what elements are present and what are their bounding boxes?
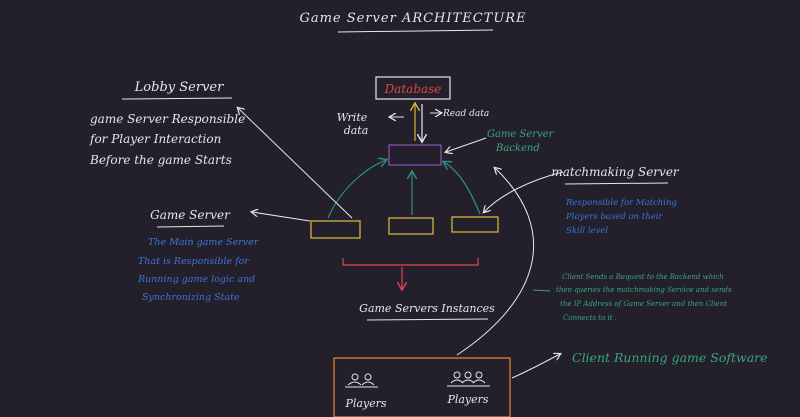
diagram-title: Game Server ARCHITECTURE [299,11,526,26]
backend-label-1: Game Server [487,129,555,140]
client-caption: Client Running game Software [572,350,768,365]
instance-box-2 [388,217,434,235]
instances-label: Game Servers Instances [359,302,495,315]
instances-bracket [342,258,479,266]
players-icon-a [345,373,378,388]
backend-box [388,144,442,166]
players-label-b: Players [446,393,488,406]
players-icon-b [447,371,490,387]
lobby-desc-1: game Server Responsible [90,112,245,126]
instances-underline [366,318,489,321]
lobby-desc-2: for Player Interaction [89,132,221,146]
client-box [333,357,511,417]
instance-to-lobby-arrow [238,108,353,219]
instance-1-to-backend [327,160,386,219]
matchmaking-desc-1: Responsible for Matching [565,198,677,208]
lobby-desc-3: Before the game Starts [89,153,232,167]
instance-box-1 [310,220,361,239]
instance-box-3 [451,216,499,233]
players-label-a: Players [344,397,386,410]
client-note-2: then queries the matchmaking Service and… [556,286,732,294]
lobby-heading: Lobby Server [134,80,224,95]
database-box [375,76,451,100]
client-to-backend-arrow [456,168,535,356]
game-server-desc-2: That is Responsible for [138,256,250,267]
game-server-pointer [252,212,311,222]
client-note-1: Client Sends a Request to the Backend wh… [562,273,724,281]
game-server-desc-1: The Main game Server [148,237,260,248]
game-server-underline [156,225,225,228]
matchmaking-pointer [484,171,564,212]
game-server-desc-4: Synchronizing State [142,292,240,303]
matchmaking-desc-2: Players based on their [565,212,663,222]
client-note-pointer [532,289,551,292]
matchmaking-desc-3: Skill level [566,226,608,236]
matchmaking-underline [564,182,669,185]
database-label: Database [384,82,442,96]
write-data-label-1: Write [337,111,368,124]
lobby-underline [121,97,233,100]
instance-3-to-backend [444,162,481,215]
write-data-label-2: data [344,124,369,137]
matchmaking-heading: matchmaking Server [551,165,680,179]
backend-label-pointer [446,137,487,152]
game-server-desc-3: Running game logic and [137,274,255,285]
title-underline [337,29,494,33]
client-caption-pointer [511,354,560,379]
game-server-heading: Game Server [150,208,231,222]
client-note-3: the IP Address of Game Server and then C… [560,300,727,308]
client-note-4: Connects to it . [563,314,617,322]
read-data-label: Read data [442,109,489,119]
backend-label-2: Backend [495,143,540,154]
